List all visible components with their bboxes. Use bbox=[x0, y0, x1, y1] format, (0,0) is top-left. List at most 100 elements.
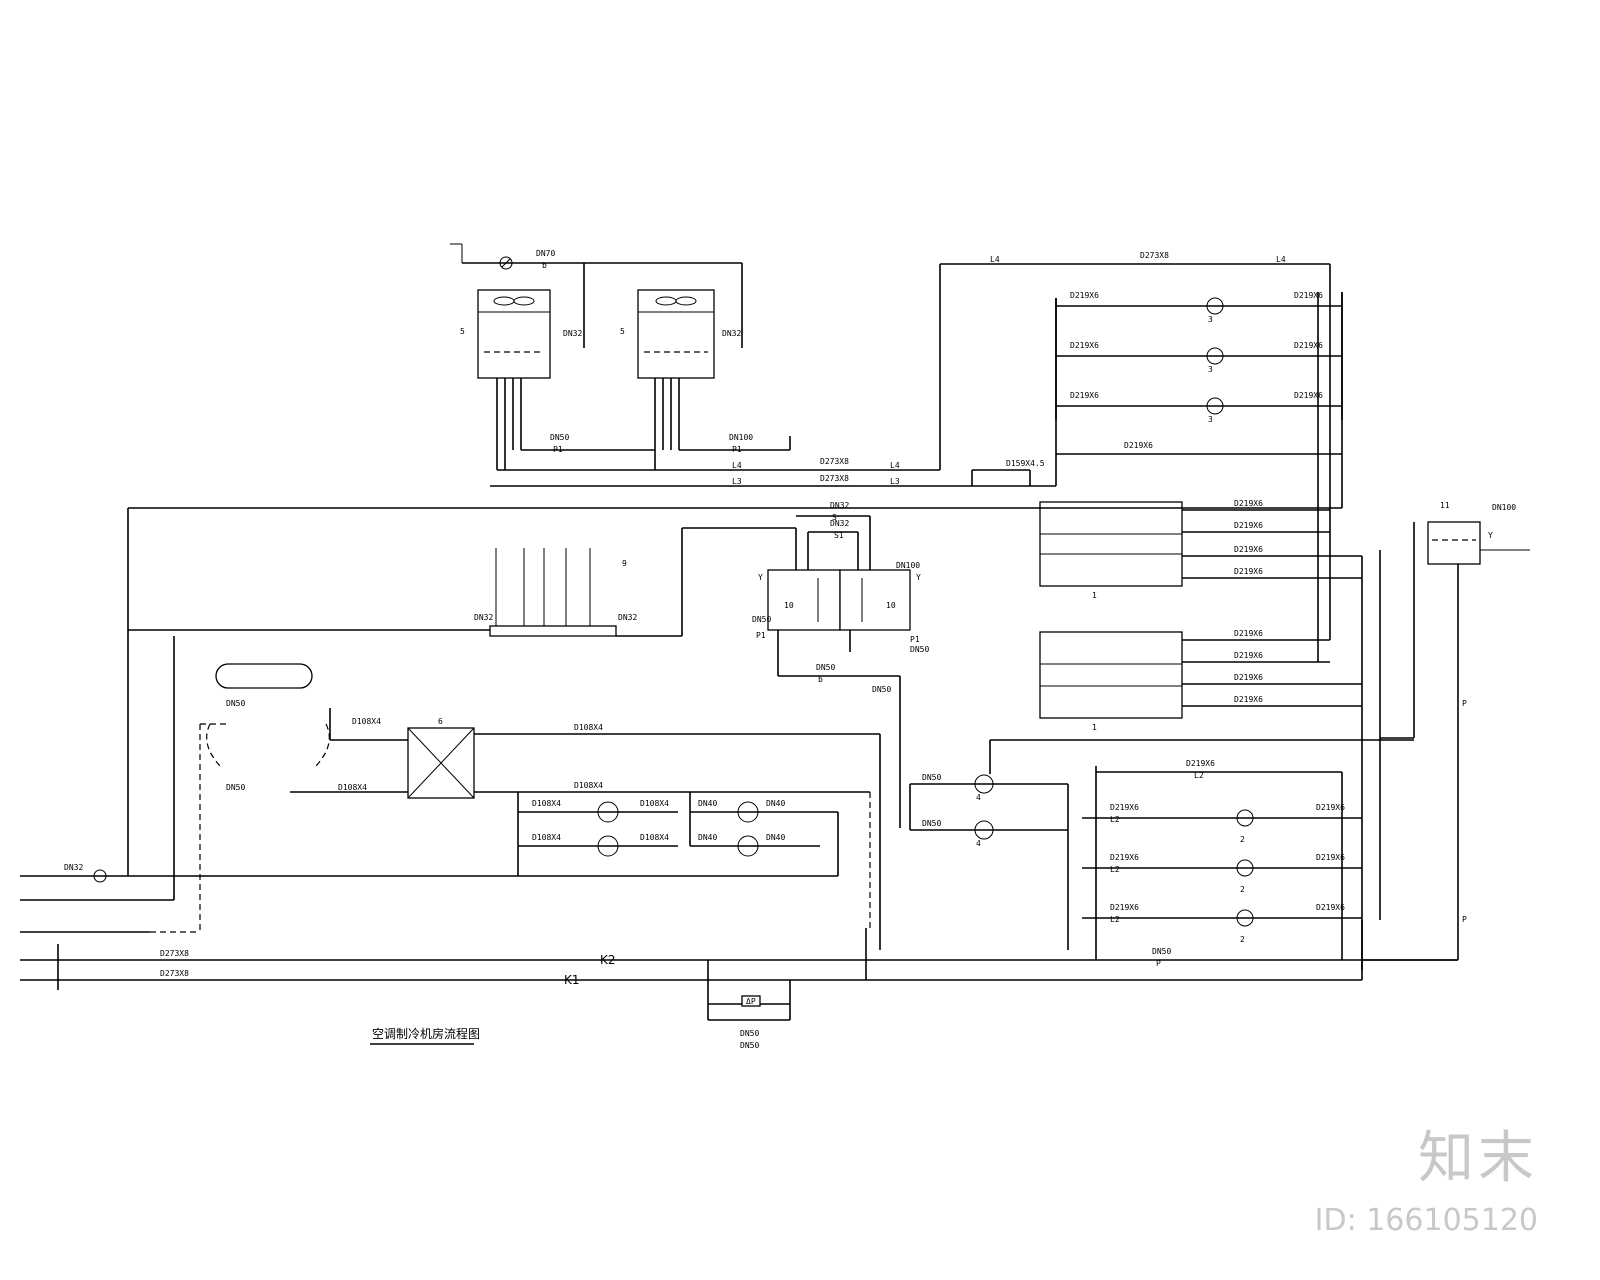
label-b: b bbox=[542, 261, 547, 270]
label-ch1-b: D219X6 bbox=[1234, 521, 1263, 530]
drawing-title: 空调制冷机房流程图 bbox=[370, 1026, 480, 1045]
label-dn50-d: DN50 bbox=[872, 685, 891, 694]
drawing-title-text: 空调制冷机房流程图 bbox=[372, 1026, 480, 1041]
chilled-pump-group: D219X6 L2 D219X6 D219X6 D219X6 D219X6 D2… bbox=[1082, 759, 1362, 960]
label-ch2-a: D219X6 bbox=[1234, 629, 1263, 638]
label-dn32-c: DN32 bbox=[830, 501, 849, 510]
label-chp-out-1: D219X6 bbox=[1316, 803, 1345, 812]
tag-3c: 3 bbox=[1208, 415, 1213, 424]
tag-1a: 1 bbox=[1092, 591, 1097, 600]
label-d108-c: D108X4 bbox=[352, 717, 381, 726]
label-dn100-b: DN100 bbox=[896, 561, 920, 570]
tag-10b: 10 bbox=[886, 601, 896, 610]
label-s1: S1 bbox=[834, 531, 844, 540]
label-l2-d: L2 bbox=[1110, 915, 1120, 924]
label-d108-d: D108X4 bbox=[338, 783, 367, 792]
label-dn32-f: DN32 bbox=[618, 613, 637, 622]
label-chp-out-2: D219X6 bbox=[1316, 853, 1345, 862]
chiller-connections: D219X6 D219X6 D219X6 D219X6 D219X6 D219X… bbox=[1182, 292, 1381, 970]
label-s: S bbox=[832, 513, 837, 522]
label-p1-c: P1 bbox=[756, 631, 766, 640]
label-y-b: Y bbox=[916, 573, 921, 582]
label-p1-b: P1 bbox=[732, 445, 742, 454]
label-dn70: DN70 bbox=[536, 249, 555, 258]
label-k1-size: D273X8 bbox=[160, 969, 189, 978]
label-hp-1: D108X4 bbox=[532, 799, 561, 808]
label-ch2-c: D219X6 bbox=[1234, 673, 1263, 682]
k-mains: D273X8 D273X8 K2 K1 DN50 P bbox=[20, 920, 1458, 990]
label-dn50-dp-a: DN50 bbox=[740, 1029, 759, 1038]
label-b-2: b bbox=[818, 675, 823, 684]
label-l2-b: L2 bbox=[1110, 815, 1120, 824]
label-cp-in-3: D219X6 bbox=[1070, 391, 1099, 400]
tower-risers: DN50 P1 DN100 P1 bbox=[496, 378, 791, 470]
condenser-pump-group: D219X6 D219X6 D219X6 D219X6 D219X6 D219X… bbox=[1055, 291, 1343, 455]
label-dn50-p1: DN50 bbox=[550, 433, 569, 442]
label-ch1-d: D219X6 bbox=[1234, 567, 1263, 576]
tag-2b: 2 bbox=[1240, 885, 1245, 894]
label-dp: ΔP bbox=[746, 997, 756, 1006]
label-dn32-d: DN32 bbox=[830, 519, 849, 528]
label-k2-size: D273X8 bbox=[160, 949, 189, 958]
cooling-tower-2: 5 bbox=[620, 289, 715, 379]
label-p1-d: P1 bbox=[910, 635, 920, 644]
label-dn40-c: DN40 bbox=[766, 799, 785, 808]
label-d108-b: D108X4 bbox=[574, 781, 603, 790]
label-k2: K2 bbox=[600, 953, 616, 967]
label-p-tank-b: P bbox=[1462, 915, 1467, 924]
label-d273x8-b: D273X8 bbox=[820, 474, 849, 483]
label-mp-1: DN50 bbox=[922, 773, 941, 782]
water-softener-9: 9 DN32 DN32 bbox=[128, 548, 682, 637]
hot-water-pumps: D108X4 D108X4 D108X4 D108X4 DN40 DN40 DN… bbox=[150, 792, 839, 877]
label-d273x8-a: D273X8 bbox=[820, 457, 849, 466]
label-dn40-b: DN40 bbox=[698, 833, 717, 842]
label-p-tank-a: P bbox=[1462, 699, 1467, 708]
tag-11: 11 bbox=[1440, 501, 1450, 510]
label-chp-bypass: D219X6 bbox=[1186, 759, 1215, 768]
label-ch2-d: D219X6 bbox=[1234, 695, 1263, 704]
label-k1: K1 bbox=[564, 973, 580, 987]
tag-4b: 4 bbox=[976, 839, 981, 848]
tag-10a: 10 bbox=[784, 601, 794, 610]
tag-5: 5 bbox=[460, 327, 465, 336]
label-chp-in-1: D219X6 bbox=[1110, 803, 1139, 812]
label-l4-a: L4 bbox=[732, 461, 742, 470]
chiller-2: 1 bbox=[1039, 631, 1183, 732]
tag-4a: 4 bbox=[976, 793, 981, 802]
label-cp-in-2: D219X6 bbox=[1070, 341, 1099, 350]
label-l3-b: L3 bbox=[890, 477, 900, 486]
label-l3-a: L3 bbox=[732, 477, 742, 486]
label-dn32-e: DN32 bbox=[474, 613, 493, 622]
label-ch2-b: D219X6 bbox=[1234, 651, 1263, 660]
label-cp-in-1: D219X6 bbox=[1070, 291, 1099, 300]
label-y-tank: Y bbox=[1488, 531, 1493, 540]
makeup-pumps: DN50 DN50 4 4 bbox=[909, 739, 1414, 950]
water-tanks-10: 10 10 DN32 S DN32 S1 DN100 DN50 b DN50 D… bbox=[681, 501, 929, 828]
label-dn50-dp-b: DN50 bbox=[740, 1041, 759, 1050]
expansion-tank: 11 DN100 Y P P bbox=[1362, 501, 1530, 961]
distributor-drums: DN50 DN50 bbox=[150, 663, 330, 933]
label-hp-2: D108X4 bbox=[532, 833, 561, 842]
label-l2-c: L2 bbox=[1110, 865, 1120, 874]
label-dn50-f: DN50 bbox=[910, 645, 929, 654]
label-hp-3: D108X4 bbox=[640, 799, 669, 808]
tag-3b: 3 bbox=[1208, 365, 1213, 374]
label-l4-d: L4 bbox=[1276, 255, 1286, 264]
label-dn100-a: DN100 bbox=[729, 433, 753, 442]
watermark-logo: 知末 bbox=[1418, 1126, 1538, 1191]
cooling-tower-1: 5 bbox=[460, 289, 551, 379]
label-chp-in-2: D219X6 bbox=[1110, 853, 1139, 862]
label-cp-out-1: D219X6 bbox=[1294, 291, 1323, 300]
label-dn50-c: DN50 bbox=[816, 663, 835, 672]
label-dn40-a: DN40 bbox=[698, 799, 717, 808]
label-y-a: Y bbox=[758, 573, 763, 582]
label-cp-out-2: D219X6 bbox=[1294, 341, 1323, 350]
label-dn32-inlet: DN32 bbox=[64, 863, 83, 872]
label-dn32-a: DN32 bbox=[563, 329, 582, 338]
label-cp-bypass: D219X6 bbox=[1124, 441, 1153, 450]
label-ch1-a: D219X6 bbox=[1234, 499, 1263, 508]
dp-bypass: ΔP DN50 DN50 bbox=[707, 960, 791, 1050]
left-main-riser: DN32 bbox=[20, 292, 1343, 933]
label-dn40-d: DN40 bbox=[766, 833, 785, 842]
